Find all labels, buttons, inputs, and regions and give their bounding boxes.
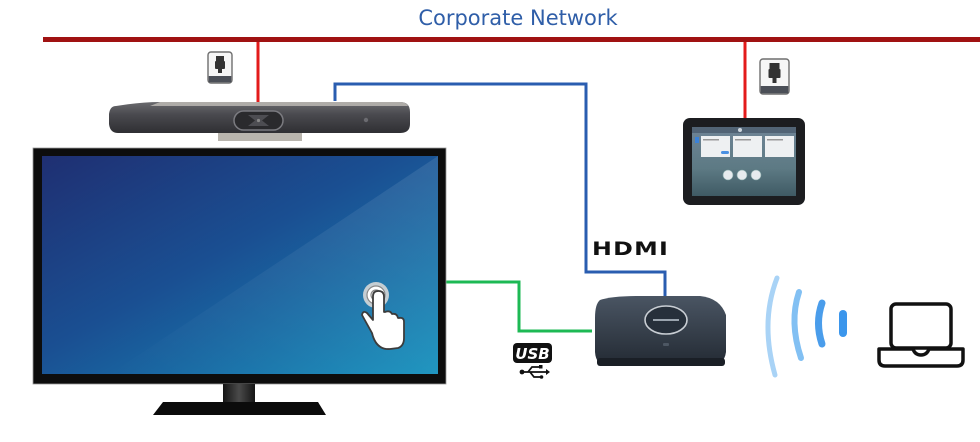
touch-controller-device[interactable]: [683, 118, 805, 205]
usb-trident-icon: [519, 365, 550, 379]
ethernet-icon: [207, 51, 233, 84]
usb-icon: USB: [513, 343, 552, 379]
network-bus-line: [43, 37, 980, 42]
ethernet-icon: [759, 58, 790, 95]
wireless-presentation-hub-device[interactable]: [595, 296, 726, 366]
hdmi-label: HDMI: [592, 238, 670, 260]
hdmi-link: [333, 82, 667, 296]
wireless-signal-icon: [765, 275, 847, 378]
touch-display-device[interactable]: [32, 147, 447, 415]
corporate-network-title: Corporate Network: [418, 6, 618, 30]
usb-label: USB: [515, 345, 549, 363]
usb-link: [446, 280, 592, 333]
touch-hand-icon: [361, 282, 405, 350]
video-bar-device[interactable]: [109, 102, 410, 141]
camera-lens-icon: [233, 110, 284, 131]
laptop-icon[interactable]: [877, 302, 965, 368]
